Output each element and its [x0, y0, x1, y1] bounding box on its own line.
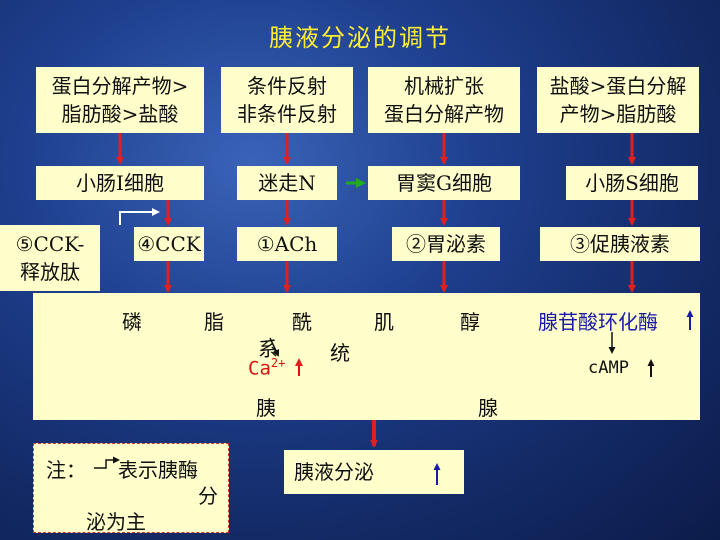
- i-cell-box: 小肠I细胞: [36, 166, 204, 200]
- page-title: 胰液分泌的调节: [269, 24, 451, 52]
- vagus-box: 迷走N: [237, 166, 337, 200]
- ach-box: ①ACh: [237, 227, 337, 261]
- stimulus-4-line1: 盐酸>蛋白分解: [549, 74, 687, 98]
- stimulus-box-3: 机械扩张蛋白分解产物: [368, 67, 520, 133]
- panel-char-sys2: 统: [330, 341, 350, 365]
- cckrp-line2: 释放肽: [20, 260, 80, 284]
- gastrin-box: ②胃泌素: [392, 227, 500, 261]
- note-text: 表示胰酶: [118, 458, 198, 482]
- g-cell-box: 胃窦G细胞: [368, 166, 520, 200]
- stimulus-2-line2: 非条件反射: [237, 102, 337, 126]
- stimulus-box-4: 盐酸>蛋白分解产物>脂肪酸: [537, 67, 699, 133]
- stimulus-4-line2: 产物>脂肪酸: [559, 102, 677, 126]
- camp-label: cAMP: [588, 358, 629, 378]
- secretin-box: ③促胰液素: [540, 227, 700, 261]
- s-cell-box: 小肠S细胞: [566, 166, 698, 200]
- stimulus-3-line2: 蛋白分解产物: [384, 102, 504, 126]
- arrow-cckrp-to-i-cell: [119, 208, 160, 225]
- panel-char-acyl: 酰: [292, 310, 312, 334]
- calcium-text: Ca: [248, 357, 271, 380]
- calcium-label: Ca2+: [248, 356, 285, 379]
- pancreas-panel: [33, 293, 700, 420]
- panel-char-ol: 醇: [460, 310, 480, 334]
- adenylate-cyclase-label: 腺苷酸环化酶: [538, 310, 658, 334]
- stimulus-2-line1: 条件反射: [247, 74, 327, 98]
- stimulus-box-2: 条件反射非条件反射: [221, 67, 353, 133]
- panel-char-lipid: 脂: [204, 310, 224, 334]
- pancreas-char-2: 腺: [478, 396, 498, 420]
- stimulus-1-line2: 脂肪酸>盐酸: [61, 102, 179, 126]
- note-legend-arrow: [94, 456, 120, 469]
- note-box: 注： 表示胰酶 分 泌为主: [33, 443, 229, 534]
- result-box: 胰液分泌: [284, 450, 464, 494]
- cck-box: ④CCK: [134, 227, 204, 261]
- arrow-system-to-calcium: [269, 337, 280, 357]
- stimulus-1-line1: 蛋白分解产物>: [51, 74, 189, 98]
- cckrp-line1: ⑤CCK-: [15, 232, 85, 256]
- stimulus-box-1: 蛋白分解产物> 脂肪酸>盐酸: [36, 67, 204, 133]
- calcium-charge: 2+: [270, 356, 286, 370]
- note-text-cont: 分: [198, 484, 218, 508]
- note-text-end: 泌为主: [86, 510, 146, 534]
- stimulus-3-line1: 机械扩张: [404, 74, 484, 98]
- panel-char-phos: 磷: [122, 310, 142, 334]
- pancreas-char-1: 胰: [256, 396, 276, 420]
- cckrp-box: ⑤CCK- 释放肽: [0, 225, 100, 291]
- panel-char-ino: 肌: [374, 310, 394, 334]
- result-text: 胰液分泌: [294, 460, 374, 484]
- note-prefix: 注：: [46, 458, 86, 482]
